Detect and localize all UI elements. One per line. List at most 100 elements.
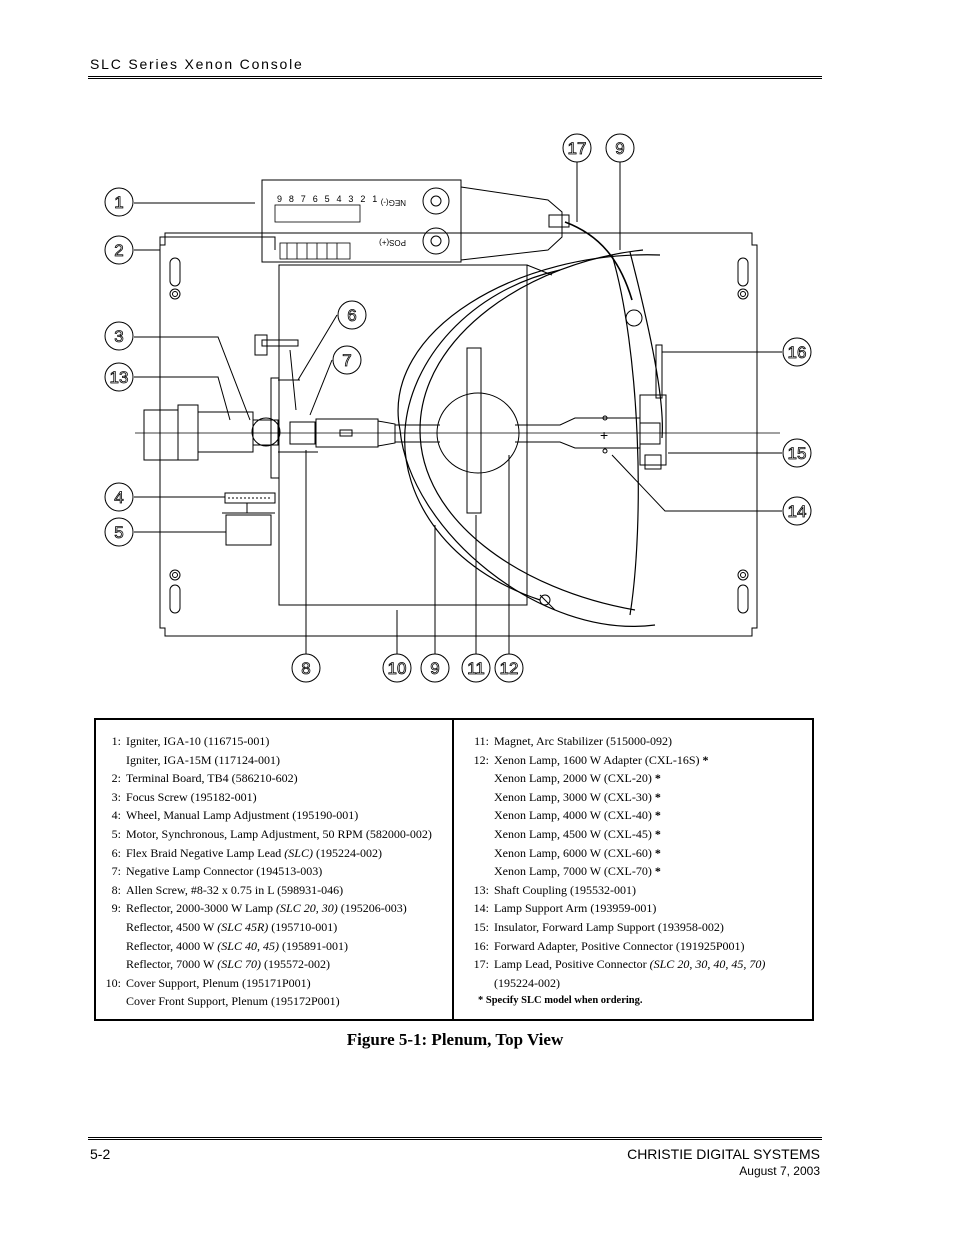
callout-circle: [562, 133, 592, 163]
parts-list-item: 2: Terminal Board, TB4 (586210-602): [96, 769, 446, 788]
parts-list-item: 7:Negative Lamp Connector (194513-003): [96, 862, 446, 881]
item-number: 11:: [474, 734, 489, 748]
callout-label: 1: [114, 193, 123, 212]
model-applicability: (SLC 20, 30): [273, 901, 338, 916]
callout-label: 3: [114, 327, 123, 346]
item-number: 16:: [473, 938, 489, 953]
callout-label: 5: [114, 523, 123, 542]
item-description: Xenon Lamp, 2000 W (CXL-20) *: [494, 771, 661, 786]
igniter-box: [261, 179, 462, 263]
mount-hole: [169, 569, 181, 581]
item-description: Terminal Board, TB4 (586210-602): [126, 771, 298, 786]
callout-label: 15: [788, 444, 807, 463]
item-number: [454, 862, 494, 881]
parts-list-item: Igniter, IGA-15M (117124-001): [96, 751, 446, 770]
ordering-note: * Specify SLC model when ordering.: [478, 995, 643, 1007]
lamp-lead: [564, 221, 633, 301]
parts-list-table: 1:Igniter, IGA-10 (116715-001)Igniter, I…: [94, 718, 814, 1021]
parts-list-item: Xenon Lamp, 3000 W (CXL-30) *: [454, 788, 806, 807]
lamp-adjustment-assembly: [143, 334, 318, 479]
item-number: 8:: [111, 882, 121, 897]
parts-list-item: 8:Allen Screw, #8-32 x 0.75 in L (598931…: [96, 881, 446, 900]
callout-label: 9: [430, 659, 439, 678]
item-number: 5:: [111, 826, 121, 841]
item-description: Reflector, 7000 W (SLC 70) (195572-002): [126, 957, 330, 972]
parts-list-item: Xenon Lamp, 7000 W (CXL-70) *: [454, 862, 806, 881]
callout-label: 4: [114, 488, 123, 507]
callout-label: 6: [347, 306, 356, 325]
parts-list-item: 14:Lamp Support Arm (193959-001): [454, 899, 806, 918]
parts-list-item: 16:Forward Adapter, Positive Connector (…: [454, 937, 806, 956]
callout-label: 9: [615, 139, 624, 158]
callout-circle: [420, 653, 450, 683]
parts-list-item: 6:Flex Braid Negative Lamp Lead (SLC) (1…: [96, 844, 446, 863]
parts-list-item: Reflector, 4000 W (SLC 40, 45) (195891-0…: [96, 937, 446, 956]
callout-circle: [104, 517, 134, 547]
model-applicability: (SLC 70): [214, 957, 261, 972]
item-description: Xenon Lamp, 6000 W (CXL-60) *: [494, 845, 661, 860]
item-number: 15:: [473, 919, 489, 934]
model-applicability: (SLC 45R): [214, 919, 269, 934]
item-number: 12:: [473, 752, 489, 767]
slot: [737, 584, 749, 614]
revision-date: August 7, 2003: [739, 1164, 820, 1178]
item-number: 17:: [473, 957, 489, 972]
callout-label: 16: [788, 343, 807, 362]
item-description: Xenon Lamp, 3000 W (CXL-30) *: [494, 789, 661, 804]
parts-list-item: 4: Wheel, Manual Lamp Adjustment (195190-…: [96, 806, 446, 825]
callout-label: 12: [500, 659, 519, 678]
callout-label: 8: [301, 659, 310, 678]
parts-list-item: (195224-002): [454, 974, 806, 993]
specify-model-mark: *: [699, 752, 709, 767]
item-number: 6:: [111, 845, 121, 860]
item-number: [454, 974, 494, 993]
neg-terminal: [422, 187, 450, 215]
item-number: [96, 751, 126, 770]
item-description: Xenon Lamp, 4500 W (CXL-45) *: [494, 826, 661, 841]
mount-hole: [169, 288, 181, 300]
callout-circle: [782, 496, 812, 526]
slot: [169, 257, 181, 287]
parts-list-item: 12: Xenon Lamp, 1600 W Adapter (CXL-16S) …: [454, 751, 806, 770]
item-number: 2:: [111, 771, 121, 786]
parts-list-item: 5:Motor, Synchronous, Lamp Adjustment, 5…: [96, 825, 446, 844]
mount-hole: [737, 569, 749, 581]
item-description: Shaft Coupling (195532-001): [494, 882, 636, 897]
item-description: Xenon Lamp, 1600 W Adapter (CXL-16S) *: [494, 752, 709, 767]
pos-label: POS(+): [379, 238, 406, 247]
item-description: Wheel, Manual Lamp Adjustment (195190-00…: [126, 808, 359, 823]
parts-list-item: Reflector, 4500 W (SLC 45R) (195710-001): [96, 918, 446, 937]
mount-hole: [737, 288, 749, 300]
manual-adjustment-wheel: [224, 492, 276, 504]
slot: [169, 584, 181, 614]
item-description: Reflector, 4500 W (SLC 45R) (195710-001): [126, 919, 338, 934]
parts-list-item: 1:Igniter, IGA-10 (116715-001): [96, 732, 446, 751]
item-number: 9:: [111, 901, 121, 916]
item-number: [96, 937, 126, 956]
callout-label: 13: [110, 368, 129, 387]
parts-list-item: 13:Shaft Coupling (195532-001): [454, 881, 806, 900]
parts-list-right: 11:Magnet, Arc Stabilizer (515000-092)12…: [454, 720, 812, 1019]
specify-model-mark: *: [651, 789, 661, 804]
footer-rule: [88, 1137, 822, 1140]
parts-list-item: Xenon Lamp, 4500 W (CXL-45) *: [454, 825, 806, 844]
item-number: [96, 992, 126, 1011]
callout-circle: [382, 653, 412, 683]
callout-label: 2: [114, 241, 123, 260]
item-number: [454, 806, 494, 825]
item-description: Reflector, 2000-3000 W Lamp (SLC 20, 30)…: [126, 901, 407, 916]
item-description: Igniter, IGA-10 (116715-001): [126, 734, 270, 748]
item-description: Igniter, IGA-15M (117124-001): [126, 752, 281, 767]
parts-list-item: Xenon Lamp, 4000 W (CXL-40) *: [454, 806, 806, 825]
item-description: (195224-002): [494, 975, 560, 990]
parts-list-item: Cover Front Support, Plenum (195172P001): [96, 992, 446, 1011]
item-number: 4:: [111, 808, 121, 823]
callout-circle: [494, 653, 524, 683]
svg-text:+: +: [600, 427, 608, 443]
callout-circle: [461, 653, 491, 683]
item-description: Cover Support, Plenum (195171P001): [126, 975, 311, 990]
callout-circle: [605, 133, 635, 163]
callout-circle: [337, 300, 367, 330]
neg-label: NEG(-): [380, 198, 406, 207]
item-description: Xenon Lamp, 7000 W (CXL-70) *: [494, 864, 661, 879]
